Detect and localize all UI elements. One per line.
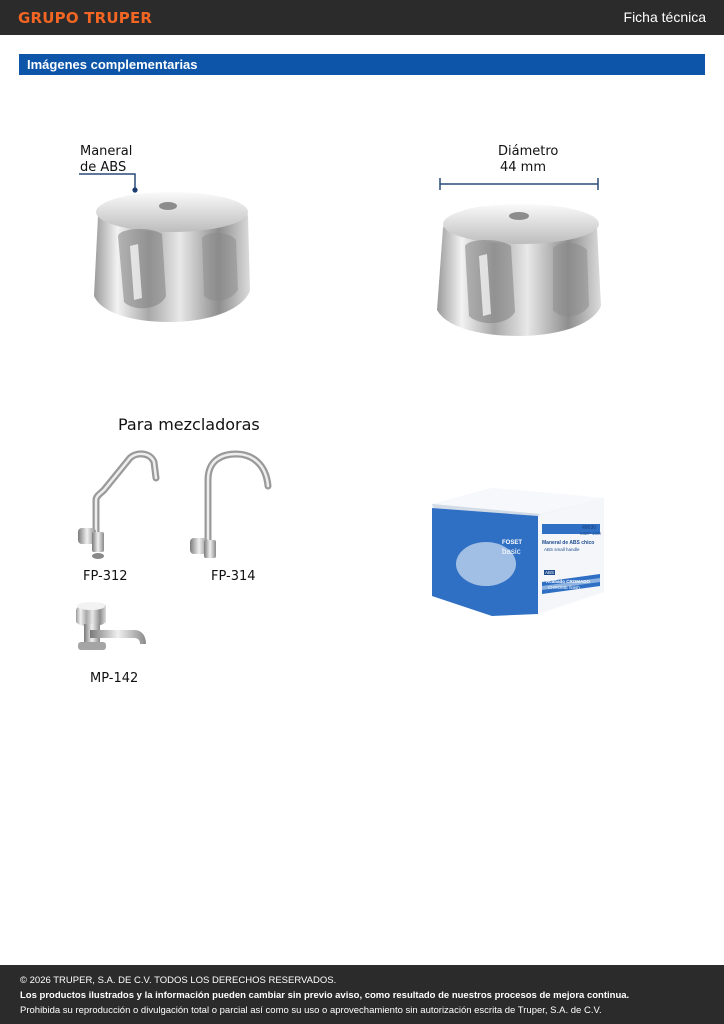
package-material: ABS [544, 570, 556, 575]
package-box-image: 49030 MMP-100I FOSET basic Maneral de AB… [430, 486, 608, 620]
faucet-fp-314-image [186, 450, 276, 562]
document-type: Ficha técnica [623, 9, 706, 25]
footer-prohibition: Prohibida su reproducción o divulgación … [20, 1005, 602, 1016]
model-label-fp-314: FP-314 [211, 569, 256, 584]
model-label-mp-142: MP-142 [90, 671, 139, 686]
material-callout-line2: de ABS [80, 160, 127, 175]
package-finish-en: CHROME finish [548, 585, 580, 590]
package-sku: MMP-100I [580, 531, 601, 536]
section-title: Imágenes complementarias [27, 57, 198, 72]
faucet-mp-142-image [70, 600, 150, 655]
package-code: 49030 [582, 525, 596, 531]
diameter-callout: Diámetro 44 mm [498, 144, 559, 176]
footer-notice: Los productos ilustrados y la informació… [20, 990, 630, 1001]
compat-title: Para mezcladoras [118, 415, 260, 434]
footer: © 2026 TRUPER, S.A. DE C.V. TODOS LOS DE… [0, 965, 724, 1024]
package-line: basic [502, 547, 521, 556]
faucet-fp-312-image [74, 450, 164, 560]
model-label-fp-312: FP-312 [83, 569, 128, 584]
diameter-callout-line1: Diámetro [498, 144, 559, 159]
material-callout-line1: Maneral [80, 144, 133, 159]
footer-copyright: © 2026 TRUPER, S.A. DE C.V. TODOS LOS DE… [20, 975, 337, 986]
diameter-dimension-line [439, 178, 599, 190]
diameter-callout-line2: 44 mm [499, 160, 546, 175]
package-finish-es: Acabado CROMADO [546, 579, 591, 584]
section-header: Imágenes complementarias [19, 54, 705, 75]
knob-image-front [435, 198, 605, 340]
package-name-es: Maneral de ABS chico [542, 540, 595, 546]
package-brand: FOSET [502, 540, 523, 546]
brand-logo: GRUPO TRUPER [18, 9, 153, 27]
material-callout: Maneral de ABS [80, 144, 132, 176]
package-name-en: ABS small handle [544, 547, 580, 552]
top-bar: GRUPO TRUPER Ficha técnica [0, 0, 724, 35]
material-leader-line [79, 173, 138, 193]
knob-image-side [90, 186, 255, 326]
